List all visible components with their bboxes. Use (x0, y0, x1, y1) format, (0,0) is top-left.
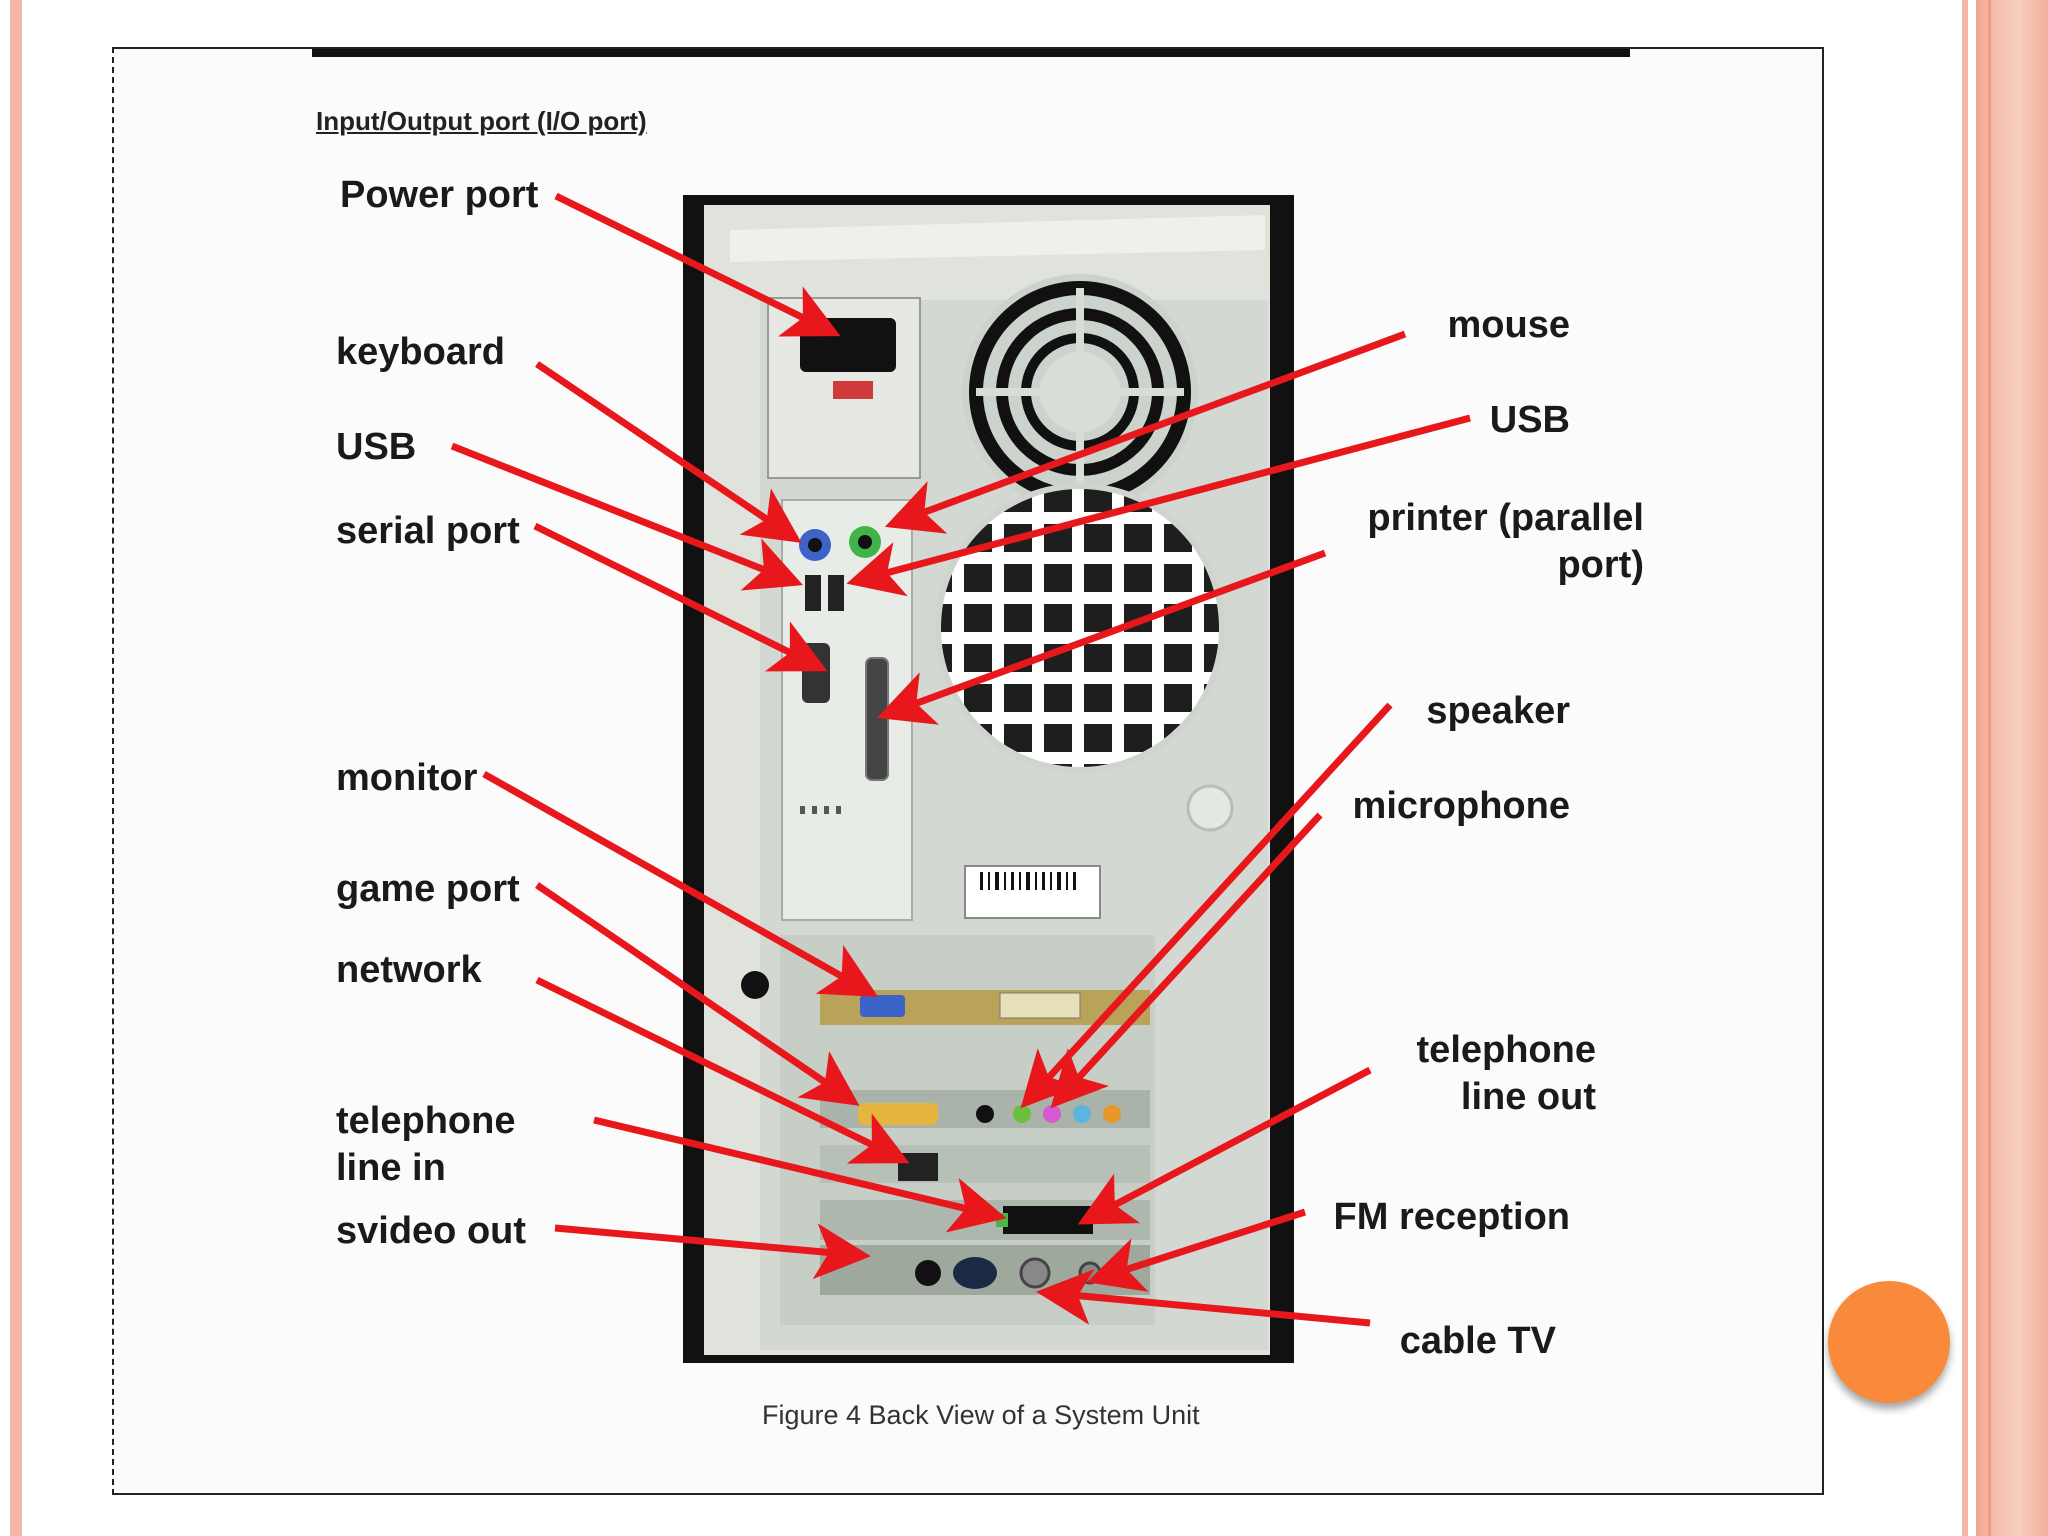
label-microphone: microphone (1352, 785, 1570, 827)
arrow-mouse (884, 330, 1407, 534)
label-svideo-out: svideo out (336, 1210, 527, 1252)
network-port (898, 1153, 938, 1181)
label-monitor: monitor (336, 757, 478, 799)
parallel-port (865, 657, 889, 781)
label-printer: printer (parallel port) (1367, 497, 1644, 586)
arrow-microphone (1050, 812, 1323, 1109)
fm-port (1078, 1261, 1102, 1285)
label-usb-left: USB (336, 426, 417, 468)
right-decor-line (1988, 0, 1991, 1536)
label-mouse: mouse (1447, 304, 1570, 346)
label-telephone-line-in: telephone line in (336, 1100, 516, 1189)
arrow-game-port (535, 882, 860, 1106)
top-fan (962, 274, 1198, 510)
arrow-svideo-out (554, 1223, 871, 1280)
arrow-cable-tv (1036, 1269, 1371, 1327)
arrow-serial-port (533, 522, 828, 672)
arrow-usb-right (846, 414, 1471, 597)
arrow-usb-left (450, 442, 804, 591)
vga-port (860, 995, 905, 1017)
pointer-arrows (450, 192, 1471, 1327)
arrow-power-port (554, 192, 841, 337)
microphone-jack (1043, 1105, 1061, 1123)
arrow-monitor (482, 770, 879, 997)
label-serial-port: serial port (336, 510, 520, 552)
barcode-label (964, 865, 1101, 919)
arrow-speaker (1020, 702, 1393, 1109)
figure-caption: Figure 4 Back View of a System Unit (762, 1400, 1200, 1430)
bottom-fan (935, 483, 1225, 773)
modem-bracket (820, 1200, 1150, 1240)
lock-knob (741, 971, 769, 999)
label-keyboard: keyboard (336, 331, 505, 373)
game-port (858, 1103, 938, 1125)
arrow-printer (876, 549, 1327, 725)
label-usb-right: USB (1489, 399, 1570, 441)
label-power-port: Power port (340, 174, 539, 216)
label-speaker: speaker (1426, 690, 1570, 732)
cable-tv-port (1019, 1257, 1051, 1289)
phone-jacks (1003, 1206, 1093, 1234)
serial-port (802, 643, 830, 703)
arrow-network (535, 976, 910, 1164)
arrow-fm-reception (1086, 1208, 1307, 1292)
arrow-telephone-line-out (1077, 1066, 1372, 1225)
label-cable-tv: cable TV (1399, 1320, 1556, 1362)
figure-top-rule (312, 49, 1630, 57)
usb-port-2 (828, 575, 844, 611)
label-game-port: game port (336, 868, 520, 910)
network-card-bracket (820, 1145, 1150, 1183)
usb-port-1 (805, 575, 821, 611)
figure-heading: Input/Output port (I/O port) (316, 106, 647, 136)
svideo-port (915, 1260, 941, 1286)
label-fm-reception: FM reception (1333, 1196, 1570, 1238)
left-decor-stripe (10, 0, 22, 1536)
accent-dot (1828, 1281, 1950, 1403)
arrow-keyboard (535, 361, 802, 543)
label-network: network (336, 949, 482, 991)
right-decor-stripe-thin (1962, 0, 1968, 1536)
power-switch (833, 381, 873, 399)
arrow-telephone-line-in (593, 1116, 1007, 1233)
label-telephone-line-out: telephone line out (1416, 1029, 1596, 1118)
speaker-jack (1013, 1105, 1031, 1123)
